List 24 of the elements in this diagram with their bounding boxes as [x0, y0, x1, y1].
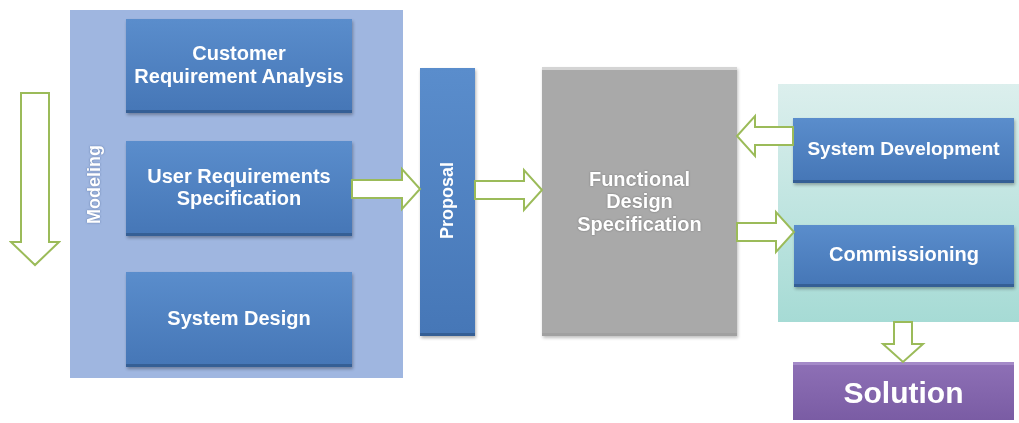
box-label: Commissioning [828, 243, 980, 266]
box-label: System Design [166, 306, 312, 330]
group-label: Modeling [84, 145, 105, 224]
group-panel [70, 10, 403, 378]
block-arrow [880, 321, 926, 364]
process-box [794, 225, 1014, 287]
block-arrow [351, 166, 422, 212]
process-box [126, 19, 352, 113]
process-box [126, 141, 352, 236]
block-arrow [735, 113, 794, 159]
box-label: Functional Design Specification [576, 167, 703, 236]
block-arrow [474, 167, 544, 213]
box-label: Proposal [437, 162, 458, 239]
box-label: System Development [806, 138, 1001, 160]
block-arrow [736, 209, 796, 255]
process-box [420, 68, 475, 336]
box-label: Customer Requirement Analysis [133, 42, 345, 87]
box-label: Solution [842, 375, 965, 410]
process-box [793, 118, 1014, 183]
group-panel [778, 84, 1019, 322]
document-box [542, 67, 737, 336]
process-box [126, 272, 352, 367]
box-label: User Requirements Specification [146, 164, 332, 210]
result-box [793, 362, 1014, 420]
